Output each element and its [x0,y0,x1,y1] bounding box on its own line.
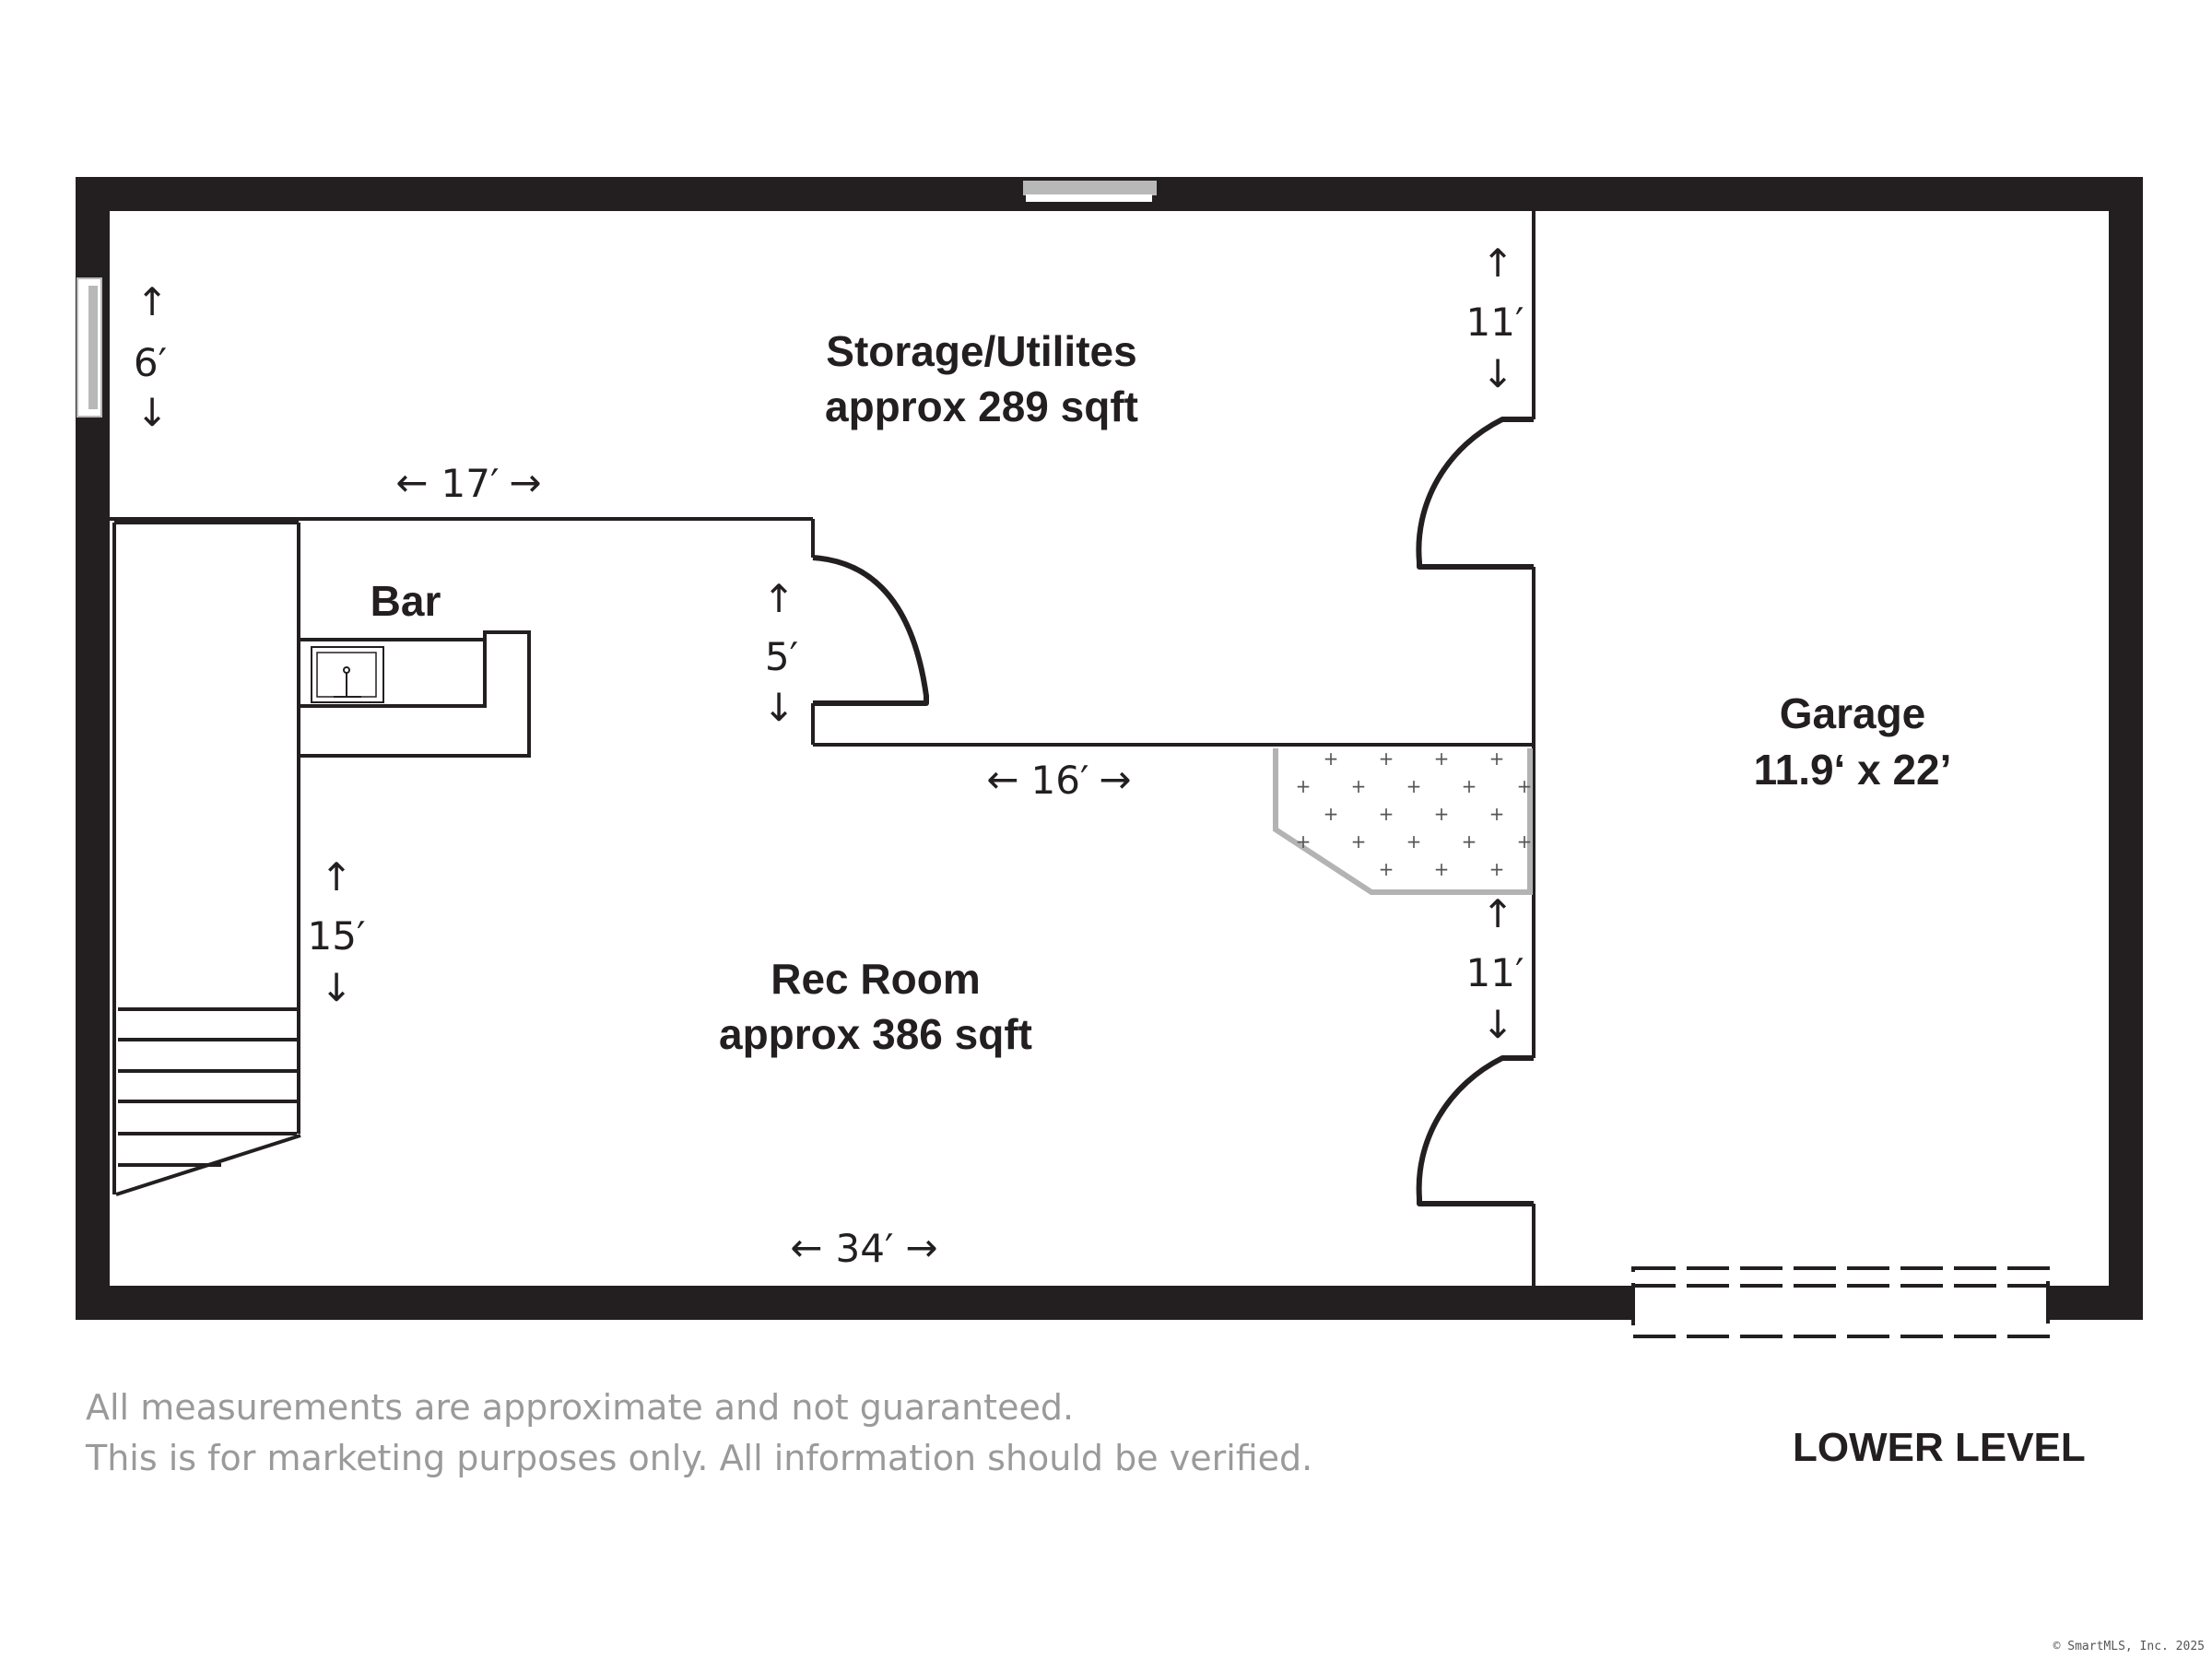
copyright-notice: © SmartMLS, Inc. 2025 [2053,1640,2205,1653]
hatch-plus-mark: + [1324,803,1339,825]
hatch-plus-mark: + [1489,803,1505,825]
hatch-plus-mark: + [1434,803,1450,825]
hatch-plus-mark: + [1324,747,1339,770]
hatch-plus-mark: + [1462,830,1477,853]
bar-counter [299,630,531,758]
sink-icon [311,646,384,703]
dim-arrow-right: → [1099,757,1131,802]
garage-size: 11.9‘ x 22’ [1754,746,1952,794]
rec-room-area: approx 386 sqft [719,1010,1032,1058]
storage-room-area: approx 289 sqft [825,382,1138,430]
door-storage-rec [812,555,929,706]
door-storage-garage [1416,417,1534,570]
dim-arrow-down: ↓ [1481,351,1513,396]
dim-arrow-down: ↓ [1481,1002,1513,1047]
garage-door [1631,1266,2050,1338]
window-top [1023,181,1157,202]
bar-label: Bar [371,577,441,625]
hatch-plus-mark: + [1351,775,1367,797]
dim-17ft: 17′ [441,461,500,506]
dim-arrow-up: ↑ [1481,891,1513,936]
dim-arrow-up: ↑ [1481,241,1513,286]
dim-arrow-left: ← [395,460,428,505]
garage-name: Garage [1780,689,1926,737]
window-left [76,277,102,418]
dim-5ft: 5′ [765,634,798,679]
stairs [115,1007,301,1196]
hatch-plus-mark: + [1434,858,1450,880]
dim-6ft: 6′ [134,340,167,385]
door-rec-garage [1416,1055,1534,1206]
interior-walls [110,211,1535,1286]
hatch-plus-mark: + [1434,747,1450,770]
level-title: LOWER LEVEL [1793,1425,2086,1470]
dim-arrow-down: ↓ [135,390,168,435]
dim-arrow-left: ← [790,1225,822,1270]
dim-34ft: 34′ [836,1226,894,1271]
hatch-plus-mark: + [1489,747,1505,770]
hatch-plus-mark: + [1296,830,1312,853]
hatch-plus-mark: + [1379,747,1394,770]
utility-hatch-area: + + + + + + + + + + + + + + + + + + + + + [1273,747,1533,895]
hatch-plus-mark: + [1517,775,1533,797]
dim-11ft-top: 11′ [1466,300,1524,345]
disclaimer-line-1: All measurements are approximate and not… [86,1387,1075,1428]
hatch-plus-mark: + [1379,803,1394,825]
hatch-plus-mark: + [1351,830,1367,853]
hatch-plus-mark: + [1489,858,1505,880]
storage-room-name: Storage/Utilites [826,327,1136,375]
hatch-plus-mark: + [1379,858,1394,880]
hatch-plus-mark: + [1296,775,1312,797]
hatch-plus-mark: + [1462,775,1477,797]
hatch-plus-mark: + [1517,830,1533,853]
dim-arrow-down: ↓ [320,965,352,1010]
dim-15ft: 15′ [308,913,366,959]
disclaimer-line-2: This is for marketing purposes only. All… [86,1438,1313,1478]
rec-room-name: Rec Room [771,955,980,1003]
dim-arrow-up: ↑ [320,854,352,900]
hatch-plus-mark: + [1406,775,1422,797]
dim-arrow-right: → [905,1225,937,1270]
dim-arrow-up: ↑ [135,279,168,324]
dim-arrow-down: ↓ [762,685,794,730]
dim-arrow-right: → [509,460,541,505]
dim-16ft: 16′ [1031,758,1089,803]
dim-arrow-left: ← [986,757,1018,802]
dim-arrow-up: ↑ [762,576,794,621]
hatch-plus-mark: + [1406,830,1422,853]
dim-11ft-bottom: 11′ [1466,950,1524,995]
